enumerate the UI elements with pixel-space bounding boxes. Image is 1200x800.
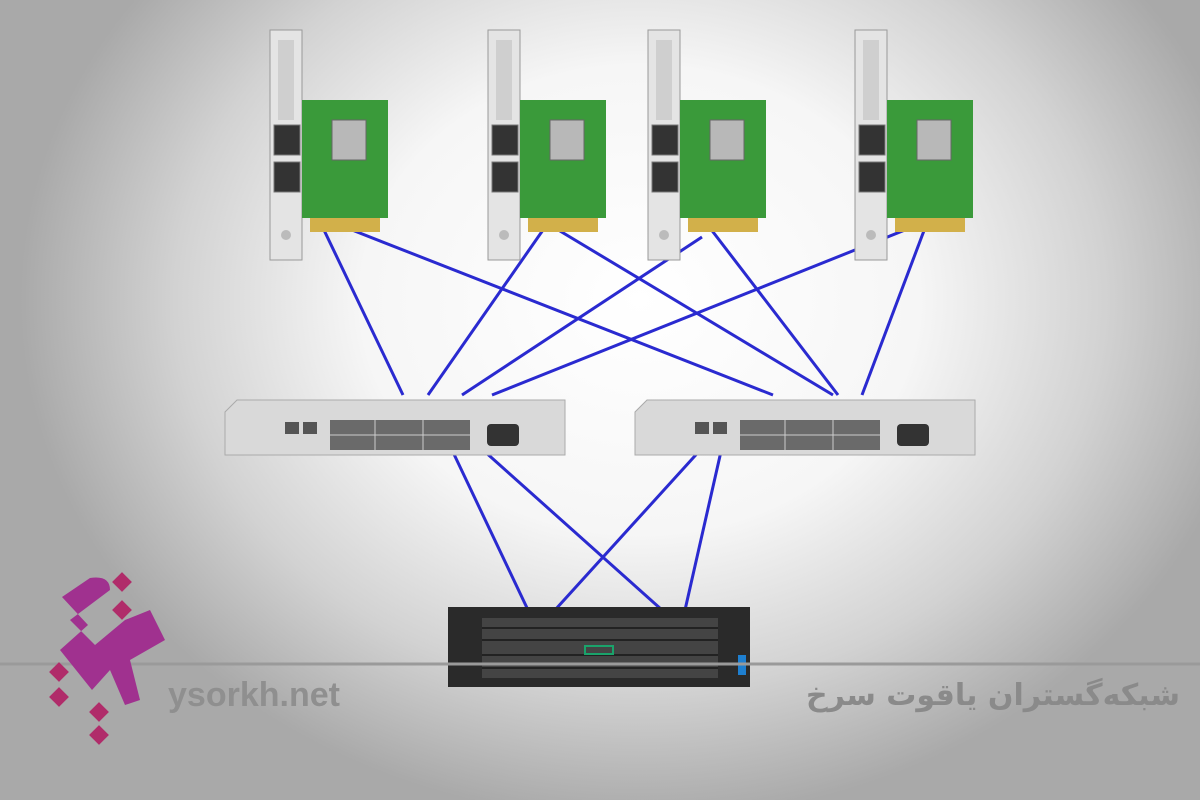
company-logo — [49, 572, 165, 745]
fc-switch-1 — [224, 399, 566, 456]
hba-card-1 — [269, 29, 389, 261]
hba-card-3 — [647, 29, 767, 261]
hba-card-4 — [854, 29, 974, 261]
website-url: ysorkh.net — [168, 676, 340, 714]
company-name: شبکه‌گستران یاقوت سرخ — [806, 678, 1180, 713]
storage-array — [448, 607, 750, 687]
connection-lines — [321, 226, 927, 612]
fc-switch-2 — [634, 399, 976, 456]
hba-card-2 — [487, 29, 607, 261]
